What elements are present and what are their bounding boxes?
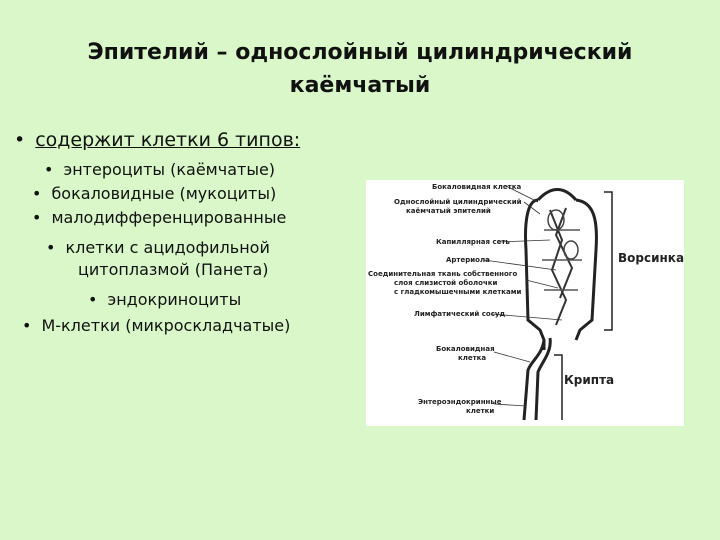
label-epithelium-2: каёмчатый эпителий [406, 207, 491, 215]
villus-crypt-diagram: Бокаловидная клетка Однослойный цилиндри… [366, 180, 684, 426]
leader-line [491, 313, 563, 321]
label-crypt: Крипта [564, 373, 615, 387]
bullet-dot-icon: • [44, 160, 54, 179]
villus-bracket [604, 191, 613, 331]
list-item-text: малодифференцированные [51, 208, 287, 227]
label-goblet-cell-crypt-2: клетка [458, 354, 487, 362]
label-connective-1: Соединительная ткань собственного [368, 270, 518, 278]
leader-line [505, 185, 539, 203]
label-arteriole: Артериола [446, 256, 490, 264]
list-item: • энтероциты (каёмчатые) [44, 160, 275, 180]
bullet-dot-icon: • [32, 208, 42, 227]
leader-line [493, 351, 531, 363]
leader-line [523, 201, 541, 215]
label-enteroendocrine-2: клетки [466, 407, 495, 415]
list-item-text: энтероциты (каёмчатые) [63, 160, 276, 179]
crypt-bracket [554, 354, 563, 420]
bullet-dot-icon: • [88, 290, 98, 309]
villus-top [536, 188, 578, 202]
label-connective-3: с гладкомышечными клетками [394, 288, 522, 296]
leader-line [525, 279, 559, 289]
list-item: • М-клетки (микроскладчатые) [22, 316, 290, 336]
villus-outline-right [574, 198, 598, 341]
label-enteroendocrine-1: Энтероэндокринные [418, 398, 502, 406]
list-item-text: бокаловидные (мукоциты) [51, 184, 277, 203]
label-capillary-network: Капиллярная сеть [436, 238, 510, 246]
leader-line [483, 259, 557, 271]
main-bullet-text: содержит клетки 6 типов: [35, 129, 301, 151]
list-item: • клетки с ацидофильной [46, 238, 270, 258]
label-connective-2: слоя слизистой оболочки [394, 279, 498, 287]
list-item-text: эндокриноциты [107, 290, 242, 309]
title-line-1: Эпителий – однослойный цилиндрический [87, 40, 633, 65]
villus-outline-left [524, 198, 546, 350]
title-line-2: каёмчатый [289, 73, 431, 98]
goblet-cell-shape [547, 209, 565, 231]
list-item-text: клетки с ацидофильной [65, 238, 270, 257]
bullet-dot-icon: • [46, 238, 56, 257]
list-item-text: цитоплазмой (Панета) [78, 260, 269, 279]
leader-line [493, 403, 527, 407]
bullet-dot-icon: • [14, 129, 26, 151]
list-item: • эндокриноциты [88, 290, 241, 310]
label-villus: Ворсинка [618, 251, 685, 265]
list-item: • малодифференцированные [32, 208, 286, 228]
bullet-dot-icon: • [22, 316, 32, 335]
label-goblet-cell-crypt-1: Бокаловидная [436, 345, 495, 353]
crypt-wall-right [534, 337, 552, 421]
main-bullet: • содержит клетки 6 типов: [14, 130, 300, 150]
list-item: • бокаловидные (мукоциты) [32, 184, 276, 204]
label-lymph-vessel: Лимфатический сосуд [414, 310, 506, 318]
label-goblet-cell: Бокаловидная клетка [432, 183, 522, 191]
list-item-continuation: цитоплазмой (Панета) [78, 260, 269, 280]
goblet-cell-shape [563, 240, 579, 260]
crypt-wall-left [522, 339, 546, 421]
capillary-mesh [542, 229, 582, 291]
slide-title: Эпителий – однослойный цилиндрический ка… [0, 36, 720, 102]
label-epithelium-1: Однослойный цилиндрический [394, 198, 522, 206]
list-item-text: М-клетки (микроскладчатые) [41, 316, 291, 335]
leader-line [497, 239, 551, 243]
bullet-dot-icon: • [32, 184, 42, 203]
bullet-list: • содержит клетки 6 типов: • энтероциты (к… [14, 130, 300, 336]
diagram-drawing [483, 185, 613, 421]
